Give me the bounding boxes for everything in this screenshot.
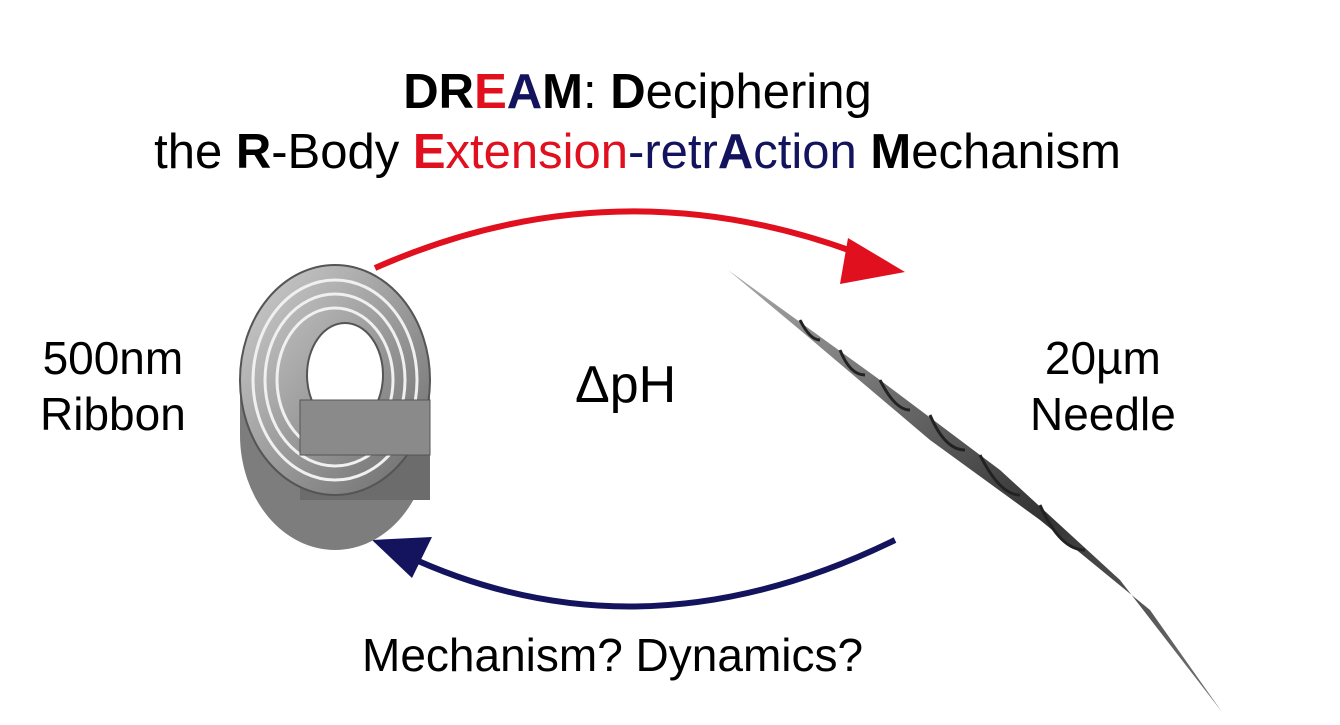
title-segment: the <box>154 125 236 179</box>
title-segment: -retr <box>628 125 718 179</box>
title-segment: ction <box>753 125 871 179</box>
ribbon-size: 500nm <box>42 332 184 384</box>
delta-ph-label: ΔpH <box>575 356 677 414</box>
retraction-arrow <box>372 537 897 610</box>
title-segment: eciphering <box>645 65 872 119</box>
needle-size: 20µm <box>1044 332 1161 384</box>
title-segment: M <box>870 125 912 179</box>
title-segment: -Body <box>271 125 413 179</box>
title-line-2: the R-Body Extension-retrAction Mechanis… <box>0 124 1275 180</box>
needle-size-label: 20µm Needle <box>1030 330 1176 442</box>
ribbon-size-label: 500nm Ribbon <box>40 330 186 442</box>
title-segment: A <box>717 125 754 179</box>
title-segment: echanism <box>911 125 1121 179</box>
title-segment: E <box>474 65 507 119</box>
title-segment: M <box>542 65 583 119</box>
needle-name: Needle <box>1030 388 1176 440</box>
question-label: Mechanism? Dynamics? <box>362 629 864 681</box>
extension-arrow <box>373 208 905 284</box>
title-segment: E <box>412 125 446 179</box>
title-segment: R <box>235 125 272 179</box>
title-segment: : <box>582 65 611 119</box>
title-segment: R <box>438 65 475 119</box>
title-line-1: DREAM: Deciphering <box>0 64 1275 120</box>
ribbon-name: Ribbon <box>40 388 186 440</box>
title-segment: D <box>403 65 439 119</box>
title-segment: xtension <box>445 125 629 179</box>
ribbon-coil-image <box>239 264 431 550</box>
title-segment: D <box>610 65 646 119</box>
needle-image <box>728 270 1222 712</box>
title-segment: A <box>506 65 543 119</box>
